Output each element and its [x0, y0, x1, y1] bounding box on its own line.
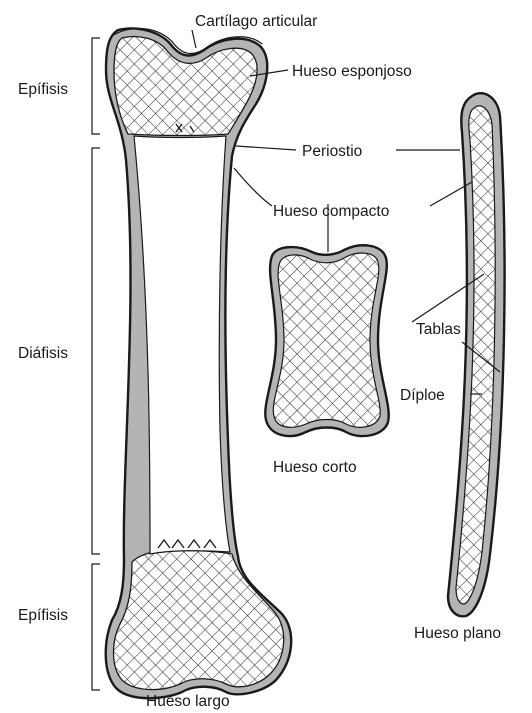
short-bone [265, 245, 388, 436]
flat-bone-label: Hueso plano [414, 625, 501, 642]
diaphysis-bracket [92, 148, 100, 554]
diploe-label: Díploe [400, 387, 445, 404]
spongy-bone-label: Hueso esponjoso [292, 63, 412, 80]
compact-bone-leader-left [234, 168, 272, 206]
short-bone-spongy [273, 253, 380, 427]
articular-cartilage-label: Cartílago articular [195, 13, 317, 30]
long-bone-label: Hueso largo [146, 693, 230, 710]
long-bone [106, 28, 291, 698]
epiphysis-top-label: Epífisis [18, 81, 68, 98]
tables-label: Tablas [416, 321, 461, 338]
compact-bone-label: Hueso compacto [273, 203, 389, 220]
proximal-spongy-bone [114, 37, 257, 136]
periosteum-label: Periostio [302, 143, 362, 160]
short-bone-label: Hueso corto [273, 459, 357, 476]
epiphysis-bottom-label: Epífisis [18, 607, 68, 624]
flat-bone [448, 93, 505, 616]
distal-spongy-bone [114, 551, 284, 690]
periosteum-leader-left [236, 146, 296, 150]
epiphysis-bottom-bracket [92, 564, 100, 690]
articular-cartilage-leader [192, 30, 196, 48]
diaphysis-label: Diáfisis [18, 345, 68, 362]
epiphysis-top-bracket [92, 38, 100, 134]
